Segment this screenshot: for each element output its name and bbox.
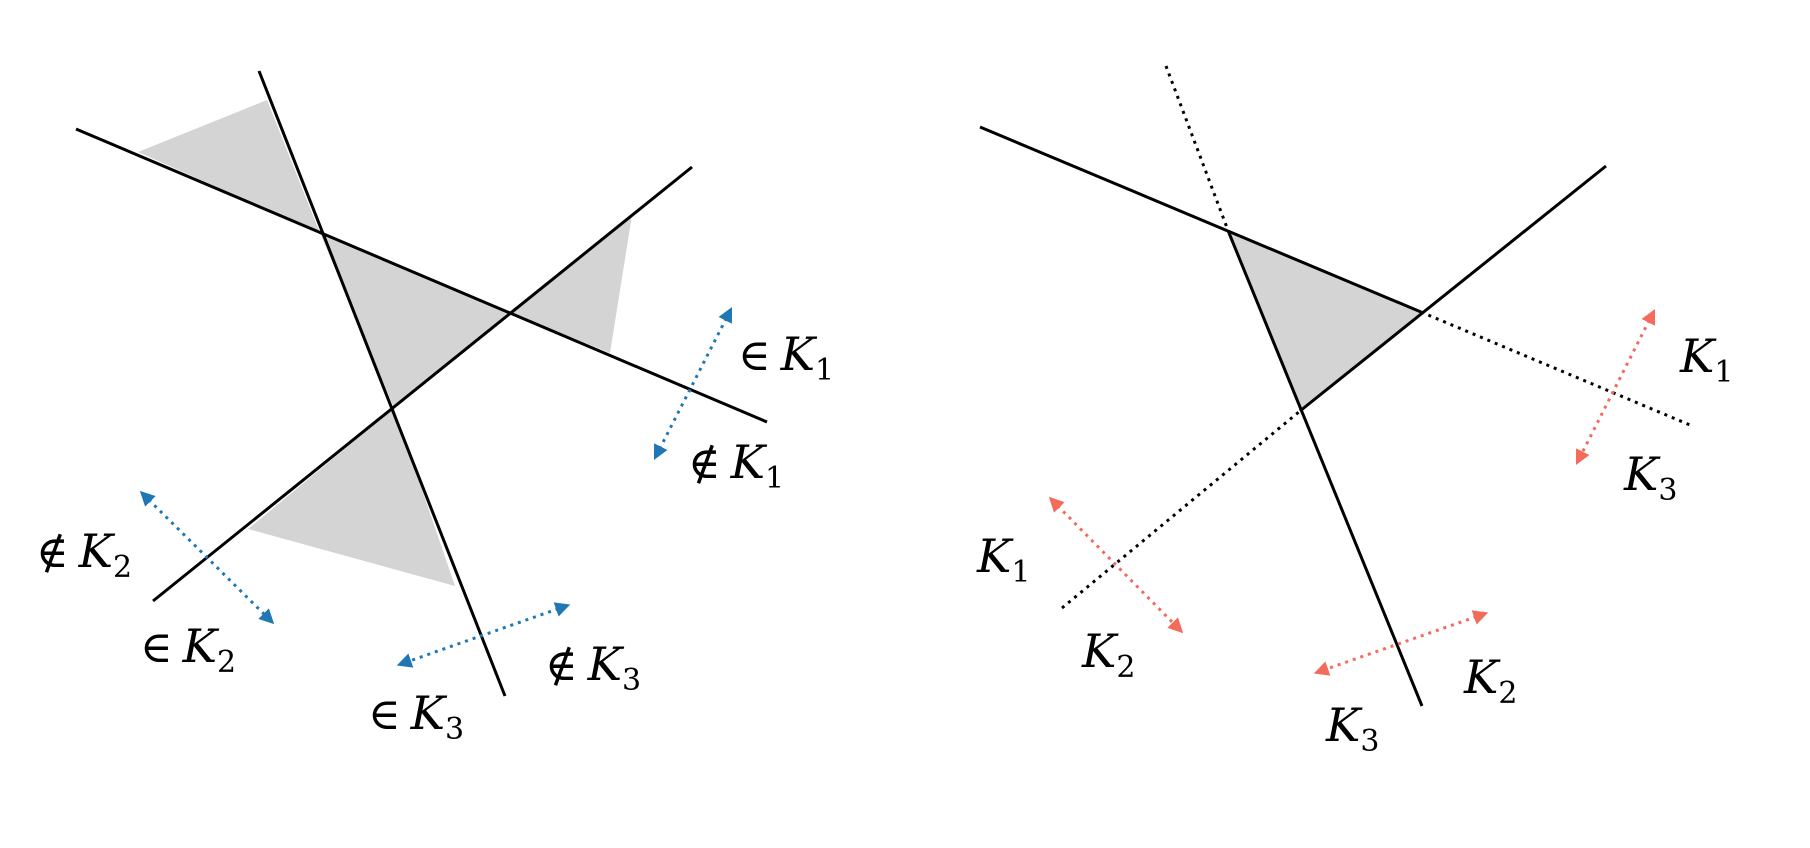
left-panel: ∈K1 ∉K1 ∉K2 ∈K2 ∈K3 ∉K3 xyxy=(36,70,834,747)
shaded-region-feasible xyxy=(1229,233,1421,411)
line-k1 xyxy=(75,127,768,424)
arrow-k1 xyxy=(653,306,733,461)
right-panel: K1 K3 K1 K2 K3 K2 xyxy=(976,65,1733,759)
label-notin-k2: ∉K2 xyxy=(36,524,132,585)
label-r-k1-top: K1 xyxy=(1679,329,1733,390)
shaded-region-top-left xyxy=(138,100,320,233)
direction-arrows xyxy=(139,306,733,668)
shaded-regions xyxy=(138,100,632,586)
label-notin-k1: ∉K1 xyxy=(688,435,784,496)
line-k3-dotted xyxy=(1164,65,1231,234)
shaded-region-right xyxy=(509,215,632,353)
label-in-k1: ∈K1 xyxy=(738,327,834,388)
label-r-k3-right: K3 xyxy=(1623,447,1677,508)
line-k1-dotted xyxy=(1420,310,1691,427)
left-labels: ∈K1 ∉K1 ∉K2 ∈K2 ∈K3 ∉K3 xyxy=(36,327,834,747)
label-r-k2-left: K2 xyxy=(1081,624,1135,685)
label-in-k3: ∈K3 xyxy=(368,686,464,747)
shaded-region-bottom xyxy=(248,408,455,586)
label-notin-k3: ∉K3 xyxy=(545,637,641,698)
label-r-k2-bottom: K2 xyxy=(1463,650,1517,711)
shaded-region-center xyxy=(320,233,509,408)
label-r-k1-left: K1 xyxy=(976,529,1030,590)
arrow-right-k1-k3 xyxy=(1575,308,1656,466)
arrow-k3 xyxy=(396,602,571,668)
line-k1-solid xyxy=(979,125,1422,314)
direction-arrows-right xyxy=(1048,308,1656,676)
arrow-left-k1-k2 xyxy=(1048,496,1184,634)
arrow-bottom-k3-k2 xyxy=(1313,610,1489,676)
right-labels: K1 K3 K1 K2 K3 K2 xyxy=(976,329,1733,759)
line-k2-dotted xyxy=(1061,409,1301,610)
line-k3 xyxy=(257,70,507,697)
arrow-k2 xyxy=(139,490,275,625)
label-r-k3-bottom: K3 xyxy=(1325,698,1379,759)
line-k2-solid xyxy=(1299,164,1607,413)
constraint-lines-solid xyxy=(979,125,1607,707)
label-in-k2: ∈K2 xyxy=(140,619,236,680)
